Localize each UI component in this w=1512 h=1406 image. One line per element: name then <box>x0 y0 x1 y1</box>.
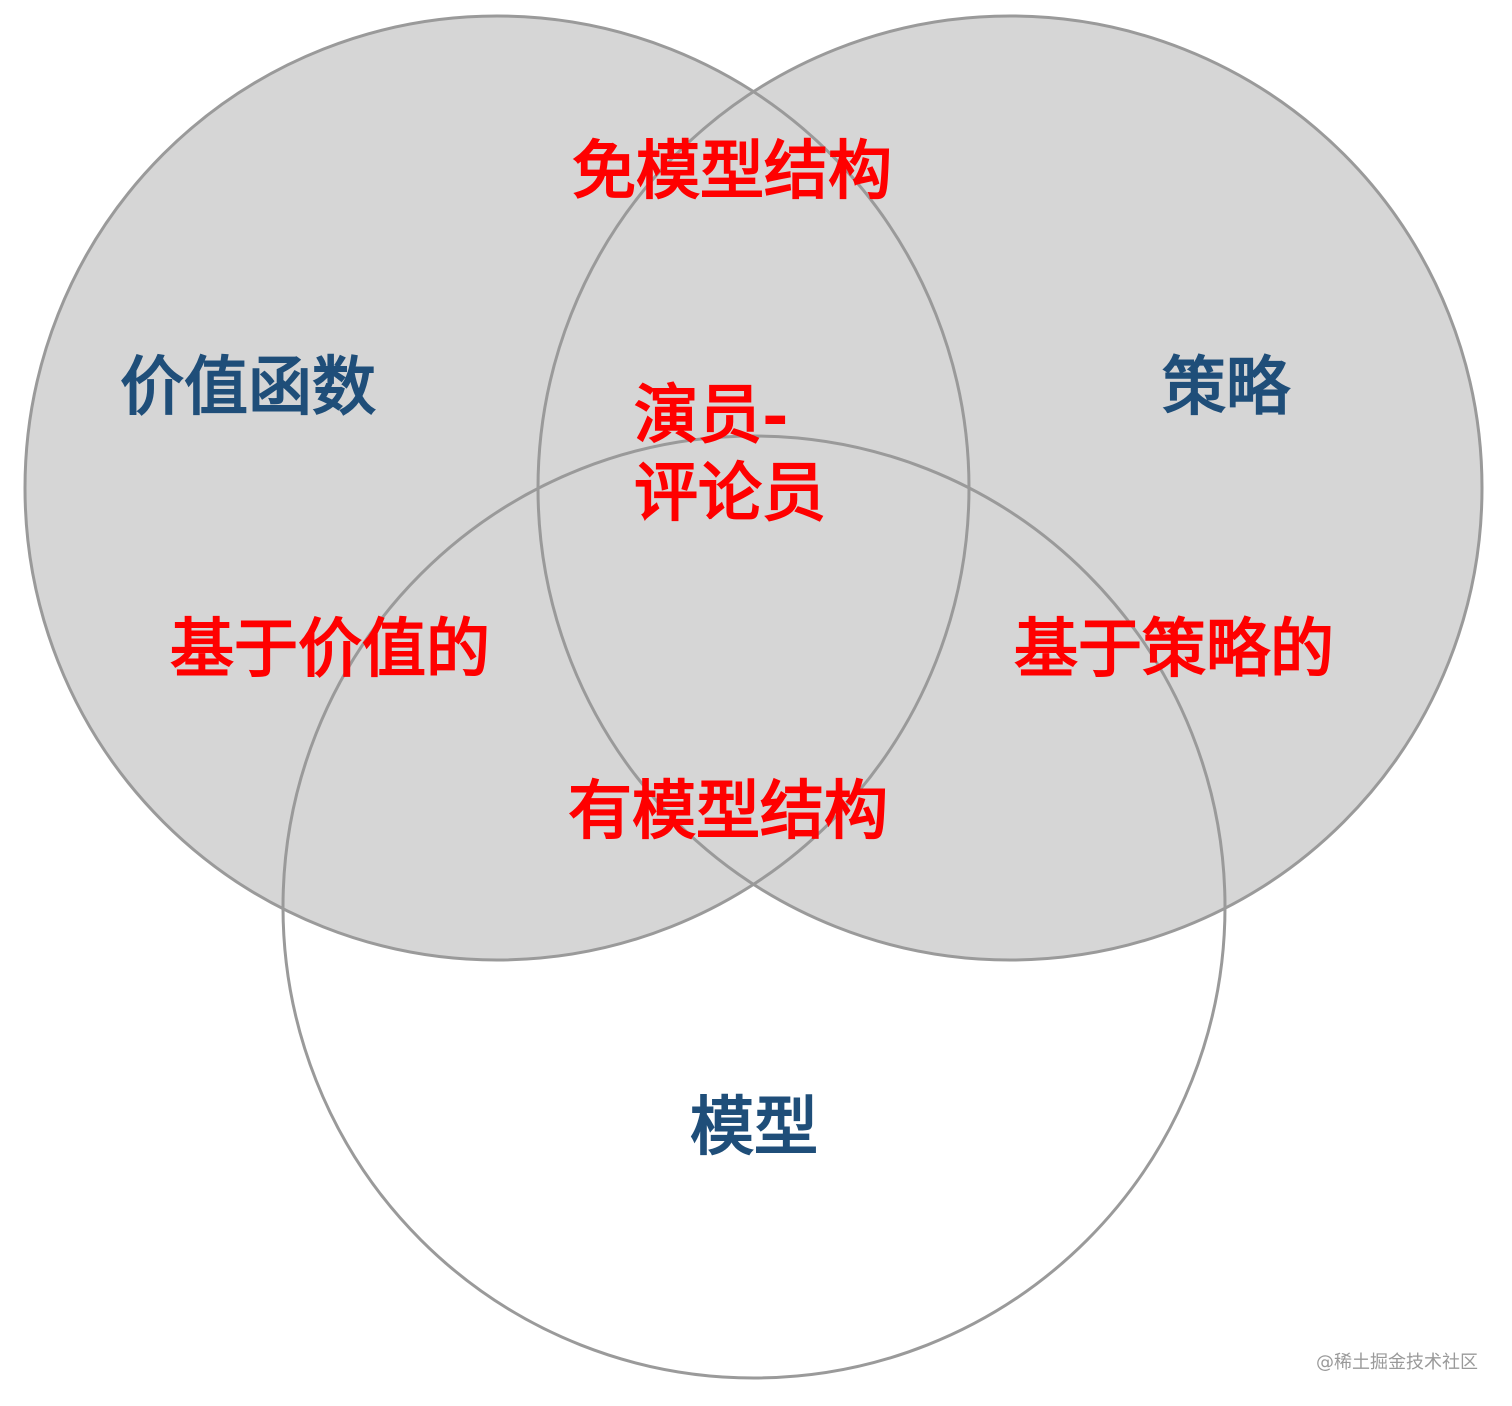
policy-label: 策略 <box>1162 350 1290 425</box>
policy-circle-fill <box>538 16 1482 960</box>
model-label: 模型 <box>690 1090 818 1165</box>
value-function-label: 价值函数 <box>120 350 376 425</box>
actor-critic-label-line2: 评论员 <box>634 456 826 531</box>
value-based-label: 基于价值的 <box>170 612 490 687</box>
policy-based-label: 基于策略的 <box>1014 612 1334 687</box>
model-based-label: 有模型结构 <box>568 774 888 849</box>
model-circle <box>281 434 1227 1380</box>
watermark: @稀土掘金技术社区 <box>1316 1352 1478 1373</box>
model-free-label: 免模型结构 <box>572 134 892 209</box>
actor-critic-label-line1: 演员- <box>634 378 789 453</box>
